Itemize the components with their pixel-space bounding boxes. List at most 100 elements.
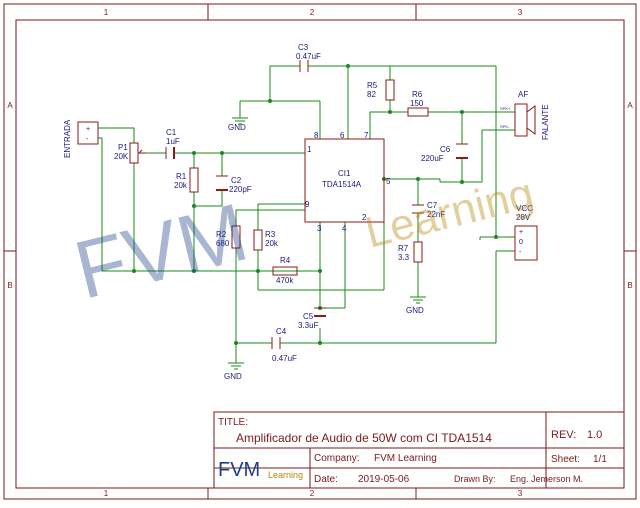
c7-value: 22nF (427, 210, 445, 219)
c1-ref: C1 (166, 128, 177, 137)
components (77, 60, 538, 349)
entrada-connector (77, 121, 99, 145)
ic-ref: CI1 (338, 169, 351, 178)
rev-label: REV: (551, 429, 576, 441)
drawn-label: Drawn By: (454, 474, 496, 484)
c4-value: 0.47uF (272, 354, 297, 363)
p1-value: 20K (114, 152, 129, 161)
c3-ref: C3 (298, 43, 309, 52)
c2-ref: C2 (231, 176, 242, 185)
ic-pin-labels: 1 2 3 4 5 6 7 8 9 (305, 131, 391, 233)
r6-ref: R6 (412, 90, 423, 99)
sheet-value: 1/1 (593, 454, 607, 465)
col-label-3: 3 (518, 8, 523, 17)
pin-8: 8 (314, 131, 319, 140)
speaker-connector (514, 103, 528, 137)
c6-ref: C6 (440, 145, 451, 154)
r5-ref: R5 (367, 81, 378, 90)
pin-4: 4 (342, 224, 347, 233)
col-label-2-bottom: 2 (310, 489, 315, 498)
entrada-minus: - (86, 136, 89, 143)
gnd-label-3: GND (224, 372, 242, 381)
vcc-zero: 0 (519, 239, 523, 246)
c7-ref: C7 (427, 201, 438, 210)
title-block-text: TITLE: Amplificador de Audio de 50W com … (218, 417, 607, 485)
col-label-3-bottom: 3 (518, 489, 523, 498)
speaker-icon (526, 105, 536, 135)
junctions (132, 64, 498, 345)
title-text: Amplificador de Audio de 50W com CI TDA1… (236, 431, 492, 445)
watermark-fvm: FVM (66, 187, 256, 317)
pin-9: 9 (305, 200, 310, 209)
r5-value: 82 (367, 90, 376, 99)
r4-resistor (272, 266, 298, 276)
vcc-plus: + (519, 229, 523, 236)
pin-5: 5 (386, 177, 391, 186)
title-block-logo-fvm: FVM (218, 459, 260, 481)
rev-value: 1.0 (587, 429, 602, 441)
entrada-plus: + (86, 126, 90, 133)
gnd-label-1: GND (228, 123, 246, 132)
c1-value: 1uF (166, 137, 180, 146)
r4-value: 470k (276, 276, 294, 285)
col-label-2: 2 (310, 8, 315, 17)
r3-ref: R3 (265, 230, 276, 239)
pin-2: 2 (362, 213, 367, 222)
pin-6: 6 (340, 131, 345, 140)
ground-icon (410, 296, 426, 304)
pin-1: 1 (307, 145, 312, 154)
title-block (213, 411, 625, 489)
date-label: Date: (314, 474, 338, 485)
af-ref: AF (518, 90, 528, 99)
title-label: TITLE: (218, 417, 248, 428)
wires (98, 65, 515, 363)
component-labels: C3 0.47uF R5 82 R6 150 C6 220uF C1 1uF P… (63, 43, 550, 381)
r5-resistor (385, 79, 395, 101)
company-label: Company: (314, 453, 360, 464)
ci1-ic-body (304, 138, 385, 223)
entrada-label: ENTRADA (63, 119, 72, 158)
vcc-value: 28V (516, 213, 531, 222)
r7-value: 3.3 (398, 253, 410, 262)
row-label-b: B (7, 281, 12, 290)
r2-value: 680 (216, 239, 230, 248)
row-label-b-right: B (627, 281, 632, 290)
c5-value: 3.3uF (298, 321, 319, 330)
row-label-a: A (7, 101, 13, 110)
c4-ref: C4 (276, 327, 287, 336)
r6-resistor (407, 107, 429, 117)
frame-labels: 1 2 3 1 2 3 A B A B (7, 8, 633, 498)
spk-minus-label: SPK- (500, 124, 510, 129)
r7-resistor (413, 241, 423, 263)
r7-ref: R7 (398, 244, 409, 253)
sheet-label: Sheet: (551, 454, 580, 465)
c2-value: 220pF (229, 185, 252, 194)
watermark-logo: FVM Learning (66, 169, 538, 317)
pin-3: 3 (317, 224, 322, 233)
r6-value: 150 (410, 99, 424, 108)
r2-ref: R2 (216, 230, 227, 239)
p1-potentiometer (129, 142, 139, 164)
vcc-connector (514, 225, 538, 261)
r2-resistor (231, 225, 241, 249)
date-value: 2019-05-06 (358, 474, 410, 485)
r3-value: 20k (265, 239, 279, 248)
col-label-1-bottom: 1 (104, 489, 109, 498)
vcc-ref: VCC (516, 204, 533, 213)
ground-icon (232, 117, 248, 125)
col-label-1: 1 (104, 8, 109, 17)
vcc-minus: - (519, 249, 522, 256)
r1-resistor (189, 167, 199, 193)
r3-resistor (253, 229, 263, 251)
c6-value: 220uF (421, 154, 444, 163)
c5-ref: C5 (303, 312, 314, 321)
p1-wiper (137, 149, 146, 154)
p1-ref: P1 (118, 143, 128, 152)
falante-label: FALANTE (541, 104, 550, 140)
r1-value: 20k (174, 181, 188, 190)
row-label-a-right: A (627, 101, 633, 110)
ground-symbols (228, 117, 426, 370)
company-value: FVM Learning (374, 453, 437, 464)
spk-plus-label: SPK+ (500, 106, 511, 111)
